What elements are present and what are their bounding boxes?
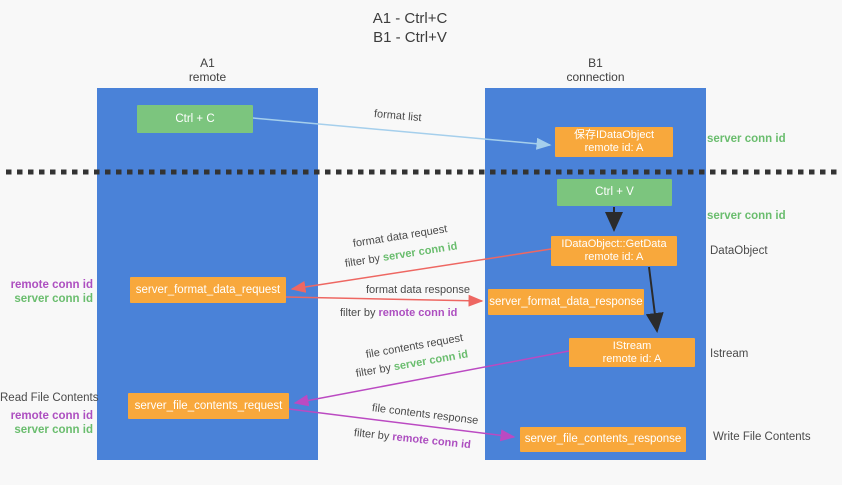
filter-by-prefix-3: filter by [354, 361, 392, 380]
filter-by-prefix-4: filter by [353, 427, 390, 443]
annotation-remote-conn-id-2: remote conn id [10, 410, 93, 422]
node-server-format-data-response: server_format_data_response [488, 289, 644, 315]
node-getdata-line1: IDataObject::GetData [561, 238, 667, 250]
filter-by-prefix-2: filter by [340, 307, 376, 319]
label-format-data-response: format data response [366, 284, 470, 296]
node-save-idataobject: 保存IDataObject remote id: A [555, 127, 673, 157]
node-save-idataobject-line1: 保存IDataObject [573, 129, 655, 141]
node-ctrl-c: Ctrl + C [137, 105, 253, 133]
label-filter-by-remote-conn-id-1: filter by remote conn id [340, 307, 457, 319]
lifeline-b1-name: B1 [588, 56, 603, 70]
lifeline-b1-subtitle: connection [566, 70, 625, 84]
label-file-contents-response: file contents response [371, 402, 479, 427]
filter-key-remote-conn-id-1: remote conn id [378, 307, 458, 319]
filter-key-server-conn-id-1: server conn id [382, 240, 459, 264]
filter-key-remote-conn-id-2: remote conn id [391, 431, 472, 452]
lifeline-a1-subtitle: remote [188, 70, 227, 84]
annotation-dataobject: DataObject [710, 245, 768, 257]
annotation-server-conn-id-top: server conn id [707, 133, 786, 145]
title-line-ctrl-c: A1 - Ctrl+C [372, 10, 448, 27]
node-ctrl-v-label: Ctrl + V [595, 186, 634, 198]
node-idataobject-getdata: IDataObject::GetData remote id: A [551, 236, 677, 266]
annotation-write-file-contents: Write File Contents [713, 431, 811, 443]
node-server-format-data-request: server_format_data_request [130, 277, 286, 303]
node-server-format-data-response-label: server_format_data_response [489, 295, 643, 308]
label-filter-by-remote-conn-id-2: filter by remote conn id [353, 427, 471, 451]
annotation-server-conn-id-mid: server conn id [707, 210, 786, 222]
lifeline-a1-name: A1 [200, 56, 215, 70]
lifeline-header-b1: B1 connection [485, 56, 706, 84]
lifeline-header-a1: A1 remote [97, 56, 318, 84]
node-istream-line1: IStream [612, 339, 652, 352]
node-server-file-contents-request: server_file_contents_request [128, 393, 289, 419]
title-line-ctrl-v: B1 - Ctrl+V [373, 29, 447, 46]
annotation-istream: Istream [710, 348, 749, 360]
diagram-title: A1 - Ctrl+C B1 - Ctrl+V [320, 9, 500, 47]
node-server-file-contents-response: server_file_contents_response [520, 427, 686, 452]
node-save-idataobject-line2: remote id: A [584, 142, 644, 154]
label-format-list: format list [373, 108, 423, 125]
node-ctrl-v: Ctrl + V [557, 179, 672, 206]
annotation-server-conn-id-2: server conn id [14, 424, 93, 436]
node-getdata-line2: remote id: A [584, 251, 644, 263]
node-istream: IStream remote id: A [569, 338, 695, 367]
node-istream-line2: remote id: A [602, 352, 662, 365]
annotation-read-file-contents: Read File Contents [0, 392, 99, 404]
annotation-remote-conn-id-1: remote conn id [10, 279, 93, 291]
node-ctrl-c-label: Ctrl + C [175, 112, 215, 125]
annotation-server-conn-id-1: server conn id [14, 293, 93, 305]
node-server-file-contents-request-label: server_file_contents_request [134, 399, 283, 412]
node-server-format-data-request-label: server_format_data_request [135, 283, 281, 296]
filter-by-prefix-1: filter by [344, 252, 381, 270]
node-server-file-contents-response-label: server_file_contents_response [524, 433, 682, 445]
